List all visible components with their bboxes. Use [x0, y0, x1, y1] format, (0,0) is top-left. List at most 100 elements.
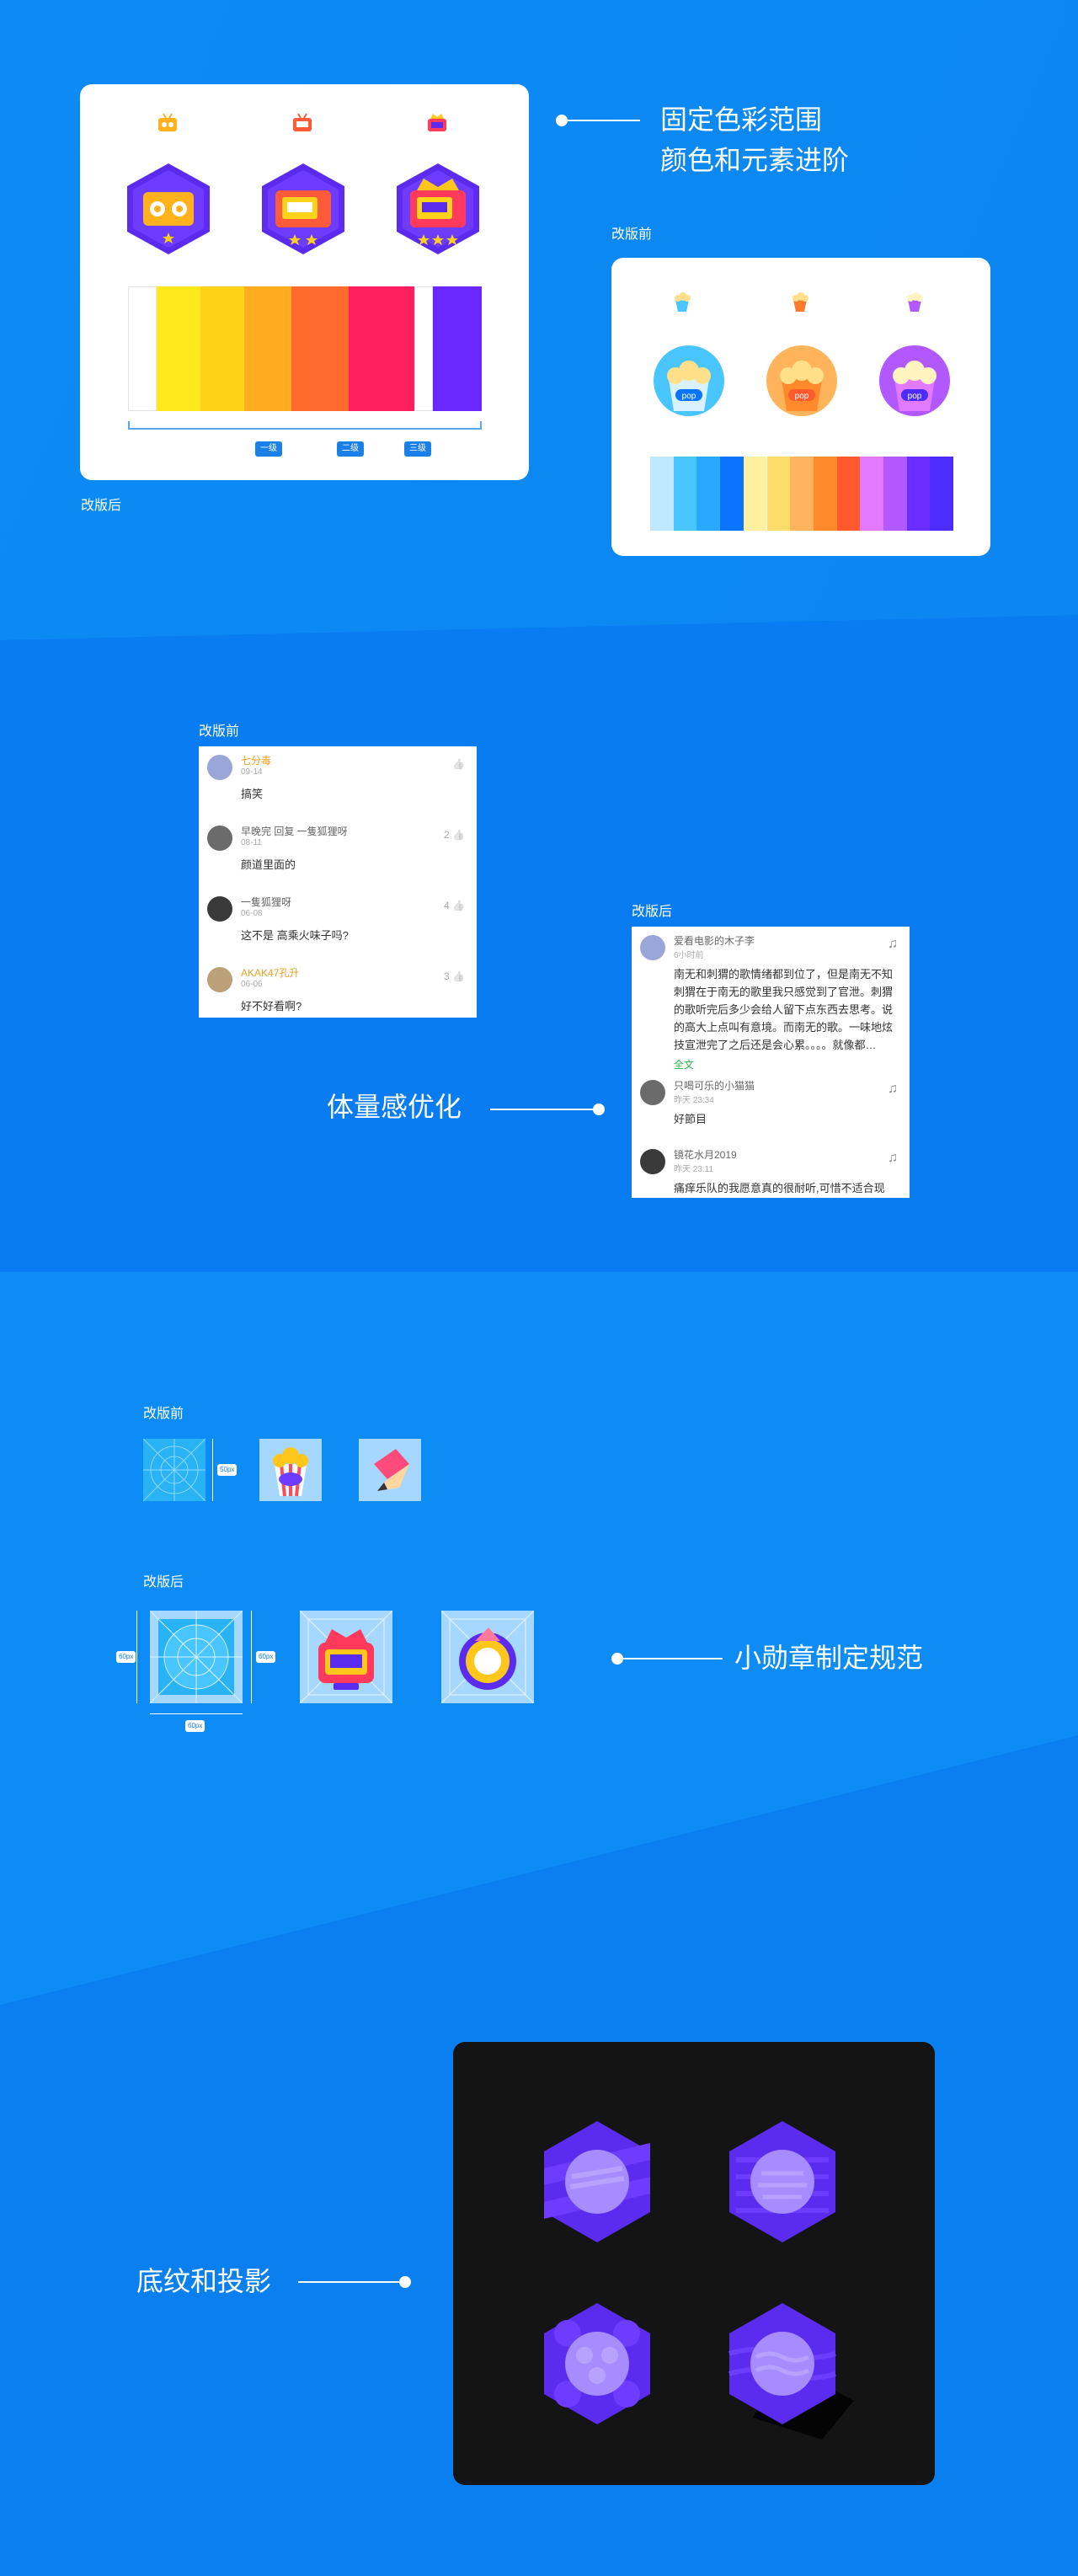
thumbs-up-icon: 👍: [449, 970, 465, 982]
after-dim-line-left: [136, 1611, 137, 1703]
tv-badge-level3: [397, 163, 479, 254]
headline-medal-standards: 小勋章制定规范: [734, 1643, 924, 1673]
grid-template-icon: [142, 1438, 206, 1502]
hex-medal-stripe-icon: [544, 2121, 650, 2242]
color-swatch: [157, 286, 200, 411]
color-swatch: [836, 457, 861, 531]
headline1-connector: [563, 120, 640, 121]
color-swatch: [883, 457, 907, 531]
guitar-icon[interactable]: ♫: [888, 937, 898, 951]
headline-texture-shadow: 底纹和投影: [136, 2266, 272, 2296]
tv-small-icon-level2: [293, 113, 312, 131]
like-button[interactable]: 2 👍: [444, 829, 465, 841]
popcorn-small-icon-purple: [907, 292, 923, 312]
before-dim-tag: 50px: [217, 1464, 237, 1476]
comment-text: 颜道里面的: [241, 858, 296, 871]
like-button[interactable]: 4 👍: [444, 900, 465, 911]
after-dim-tag-bottom: 60px: [185, 1720, 205, 1732]
color-swatch: [790, 457, 814, 531]
comment-text: 南无和刺猬的歌情绪都到位了，但是南无不知刺猬在于南无的歌里我只感觉到了官泄。刺猬…: [674, 968, 894, 1051]
comment-text: 痛痒乐队的我愿意真的很耐听,可惜不适合现: [674, 1182, 885, 1194]
color-swatch: [743, 457, 767, 531]
palette-range-line: [128, 428, 482, 430]
avatar[interactable]: [640, 1149, 665, 1174]
before-popcorn-tile: [259, 1439, 322, 1501]
ring-medal-icon: [440, 1610, 535, 1704]
color-swatch: [433, 286, 482, 411]
tv-small-icon-level3: [428, 114, 446, 131]
pencil-medal-icon: [359, 1439, 421, 1501]
expand-full-text-link[interactable]: 全文: [674, 1059, 695, 1071]
avatar[interactable]: [640, 1080, 665, 1105]
popcorn-badge-orange: pop: [766, 345, 837, 416]
avatar[interactable]: [207, 967, 232, 992]
guitar-icon[interactable]: ♫: [888, 1082, 898, 1096]
level3-tag: 三级: [404, 441, 431, 457]
svg-text:pop: pop: [795, 392, 809, 401]
headline-color-range: 固定色彩范围: [660, 104, 823, 135]
comment-author[interactable]: AKAK47孔升: [241, 967, 300, 979]
color-swatch: [128, 286, 157, 411]
level2-tag: 二级: [337, 441, 364, 457]
thumbs-up-icon: 👍: [449, 900, 465, 911]
headline3-connector: [618, 1658, 723, 1659]
svg-text:pop: pop: [908, 392, 922, 401]
comment-time: 08-11: [241, 838, 262, 847]
comment-text: 这不是 高乘火味子吗?: [241, 929, 349, 942]
comment-time: 6小时前: [674, 951, 704, 960]
texture-shadow-panel: [453, 2042, 935, 2485]
comment-row[interactable]: 只喝可乐的小猫猫昨天 23:34 好節目 ♫: [632, 1078, 910, 1198]
thumbs-up-icon: 👍: [452, 758, 465, 770]
like-button[interactable]: 👍: [452, 758, 465, 770]
guitar-icon[interactable]: ♫: [888, 1151, 898, 1165]
headline2-dot: [593, 1104, 605, 1115]
after-color-palette: [128, 286, 490, 411]
like-button[interactable]: 3 👍: [444, 970, 465, 982]
comment-author[interactable]: 爱看电影的木子李: [674, 935, 755, 947]
comment-time: 昨天 23:34: [674, 1096, 714, 1105]
before-label-1: 改版前: [611, 227, 653, 242]
comment-row[interactable]: 爱看电影的木子李 6小时前南无和刺猬的歌情绪都到位了，但是南无不知刺猬在于南无的歌…: [632, 933, 910, 1077]
color-swatch: [696, 457, 721, 531]
popcorn-small-icon-orange: [792, 292, 808, 312]
headline-volume-optimization: 体量感优化: [327, 1092, 462, 1122]
hex-medal-lines-icon: [729, 2121, 835, 2242]
comment-text: 好節目: [674, 1113, 707, 1125]
comment-author[interactable]: 只喝可乐的小猫猫: [674, 1080, 755, 1092]
avatar[interactable]: [640, 935, 665, 960]
headline-color-progression: 颜色和元素进阶: [660, 145, 850, 175]
avatar[interactable]: [207, 755, 232, 780]
popcorn-medal-icon: [259, 1439, 322, 1501]
comment-author[interactable]: 一隻狐狸呀: [241, 896, 292, 908]
before-dim-line: [212, 1439, 213, 1501]
color-swatch: [766, 457, 791, 531]
avatar[interactable]: [207, 896, 232, 922]
avatar[interactable]: [207, 826, 232, 851]
comment-author[interactable]: 早晚完 回复 一隻狐狸呀: [241, 826, 348, 837]
tv-medal-icon: [299, 1610, 393, 1704]
headline3-dot: [611, 1653, 623, 1665]
after-comment-card: 爱看电影的木子李 6小时前南无和刺猬的歌情绪都到位了，但是南无不知刺猬在于南无的歌…: [632, 927, 910, 1198]
like-count: 2: [444, 829, 450, 841]
comment-author[interactable]: 七分毒: [241, 755, 272, 767]
after-label-1: 改版后: [81, 499, 122, 513]
color-swatch: [349, 286, 414, 411]
svg-text:pop: pop: [682, 392, 696, 401]
comment-time: 09-14: [241, 767, 263, 777]
headline4-connector: [298, 2281, 399, 2283]
before-badge-panel: pop pop pop: [611, 258, 990, 556]
color-swatch: [650, 457, 674, 531]
tv-small-icon-level1: [158, 113, 177, 131]
comment-time: 06-08: [241, 909, 263, 918]
before-label-3: 改版前: [143, 1407, 184, 1421]
before-grid-template: [142, 1438, 206, 1502]
after-grid-template: [149, 1610, 243, 1704]
comment-author[interactable]: 镜花水月2019: [674, 1149, 737, 1161]
after-grid-template-icon: [149, 1610, 243, 1704]
after-badge-panel: 一级 二级 三级: [80, 84, 529, 480]
